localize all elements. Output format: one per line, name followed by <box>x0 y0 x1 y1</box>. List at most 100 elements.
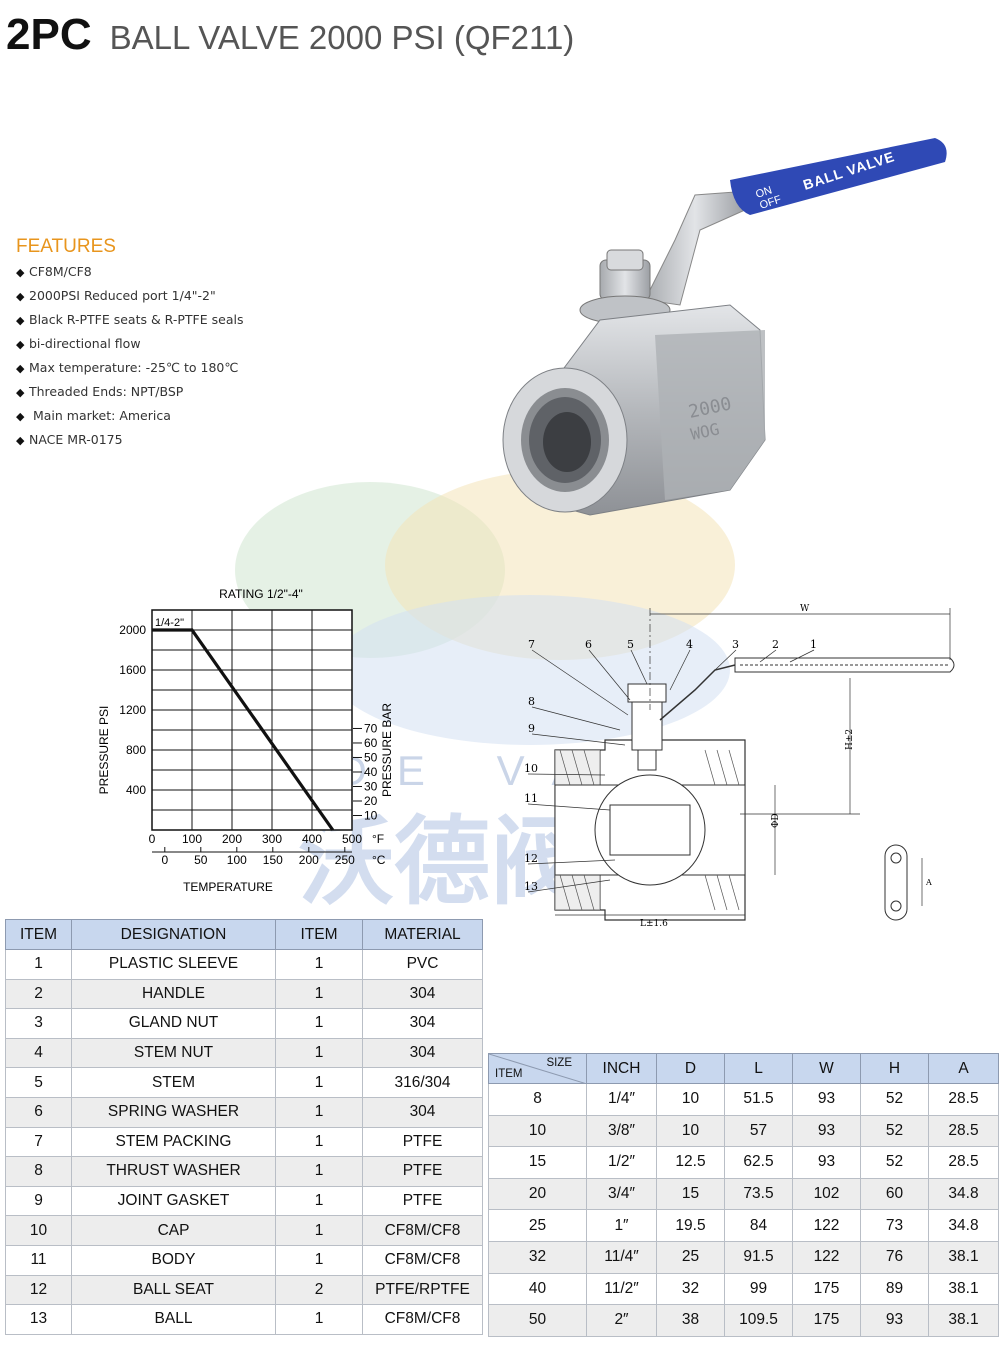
x-c-unit: °C <box>372 853 386 867</box>
size-d: 38 <box>656 1304 725 1337</box>
callout-leader <box>527 803 611 811</box>
size-a: 28.5 <box>928 1083 999 1116</box>
callout-leader <box>759 649 777 663</box>
diamond-bullet-icon: ◆ <box>16 290 25 303</box>
size-a: 38.1 <box>928 1304 999 1337</box>
callout-leader <box>714 649 737 671</box>
part-designation: STEM NUT <box>71 1037 276 1069</box>
part-item-number: 9 <box>5 1185 72 1217</box>
part-designation: GLAND NUT <box>71 1008 276 1039</box>
feature-item: ◆NACE MR-0175 <box>16 428 316 452</box>
part-designation: PLASTIC SLEEVE <box>71 949 276 980</box>
part-item-number: 2 <box>5 978 72 1010</box>
callout-leader <box>531 733 626 746</box>
size-header-h: H <box>860 1053 929 1084</box>
y-right-tick-label: 60 <box>364 736 378 750</box>
size-item: 32 <box>488 1240 587 1274</box>
x-c-tick-label: 0 <box>161 853 168 867</box>
feature-text: Max temperature: -25℃ to 180℃ <box>29 360 239 375</box>
product-title: BALL VALVE 2000 PSI (QF211) <box>109 19 575 56</box>
size-a: 28.5 <box>928 1146 999 1179</box>
part-quantity: 1 <box>275 949 363 980</box>
callout-number: 3 <box>732 638 739 651</box>
part-material: 304 <box>362 1037 483 1069</box>
handle-grip <box>730 138 947 215</box>
y-left-tick-label: 1200 <box>119 703 146 717</box>
x-f-tick-label: 100 <box>182 832 202 846</box>
size-d: 15 <box>656 1177 725 1211</box>
size-item: 15 <box>488 1146 587 1179</box>
size-a: 38.1 <box>928 1272 999 1306</box>
feature-item: ◆Threaded Ends: NPT/BSP <box>16 380 316 404</box>
x-f-tick-label: 300 <box>262 832 282 846</box>
y-left-tick-label: 800 <box>126 743 146 757</box>
size-inch: 3/8″ <box>586 1114 657 1148</box>
size-h: 76 <box>860 1240 929 1274</box>
ball-valve-photo: ON OFF BALL VALVE 2000 WOG <box>502 138 947 516</box>
part-designation: STEM PACKING <box>71 1126 276 1158</box>
size-d: 19.5 <box>656 1209 725 1242</box>
size-l: 99 <box>724 1272 793 1306</box>
diamond-bullet-icon: ◆ <box>16 434 25 447</box>
size-w: 122 <box>792 1209 861 1242</box>
features-title: FEATURES <box>16 236 116 257</box>
callout-leader <box>527 773 606 776</box>
callout-number: 10 <box>524 762 538 775</box>
callout-number: 1 <box>810 638 817 651</box>
size-w: 93 <box>792 1114 861 1148</box>
callout-number: 8 <box>528 695 535 708</box>
x-c-tick-label: 150 <box>263 853 283 867</box>
size-header-a: A <box>928 1053 999 1084</box>
size-a: 28.5 <box>928 1114 999 1148</box>
part-material: 304 <box>362 1008 483 1039</box>
size-inch: 11/4″ <box>586 1240 657 1274</box>
part-material: CF8M/CF8 <box>362 1304 483 1335</box>
part-quantity: 1 <box>275 1008 363 1039</box>
size-item: 25 <box>488 1209 587 1242</box>
size-h: 93 <box>860 1304 929 1337</box>
feature-item: ◆Max temperature: -25℃ to 180℃ <box>16 356 316 380</box>
pressure-temperature-chart: RATING 1/2"-4" 1/4-2" 400800120016002000… <box>97 587 394 894</box>
feature-text: 2000PSI Reduced port 1/4"-2" <box>29 288 216 303</box>
x-c-tick-label: 200 <box>299 853 319 867</box>
y-right-tick-label: 40 <box>364 765 378 779</box>
size-w: 122 <box>792 1240 861 1274</box>
size-h: 52 <box>860 1146 929 1179</box>
size-item: 50 <box>488 1304 587 1337</box>
diamond-bullet-icon: ◆ <box>16 266 25 279</box>
diamond-bullet-icon: ◆ <box>16 314 25 327</box>
series-line <box>152 628 335 831</box>
y-right-tick-label: 10 <box>364 808 378 822</box>
callout-leader <box>531 649 629 716</box>
part-quantity: 1 <box>275 1096 363 1128</box>
size-l: 109.5 <box>724 1304 793 1337</box>
feature-item: ◆Black R-PTFE seats & R-PTFE seals <box>16 308 316 332</box>
size-inch: 11/2″ <box>586 1272 657 1306</box>
x-f-tick-label: 400 <box>302 832 322 846</box>
chart-series: 1/4-2" <box>152 617 335 831</box>
parts-header-material: MATERIAL <box>362 919 483 950</box>
dim-h-label: H±2 <box>845 729 855 750</box>
product-code: 2PC <box>6 10 92 59</box>
part-item-number: 10 <box>5 1215 72 1246</box>
part-material: 316/304 <box>362 1067 483 1098</box>
y-left-tick-label: 1600 <box>119 663 146 677</box>
size-inch: 1/2″ <box>586 1146 657 1179</box>
feature-text: bi-directional flow <box>29 336 141 351</box>
size-a: 38.1 <box>928 1240 999 1274</box>
part-item-number: 13 <box>5 1304 72 1335</box>
y-left-tick-label: 400 <box>126 783 146 797</box>
size-item: 40 <box>488 1272 587 1306</box>
